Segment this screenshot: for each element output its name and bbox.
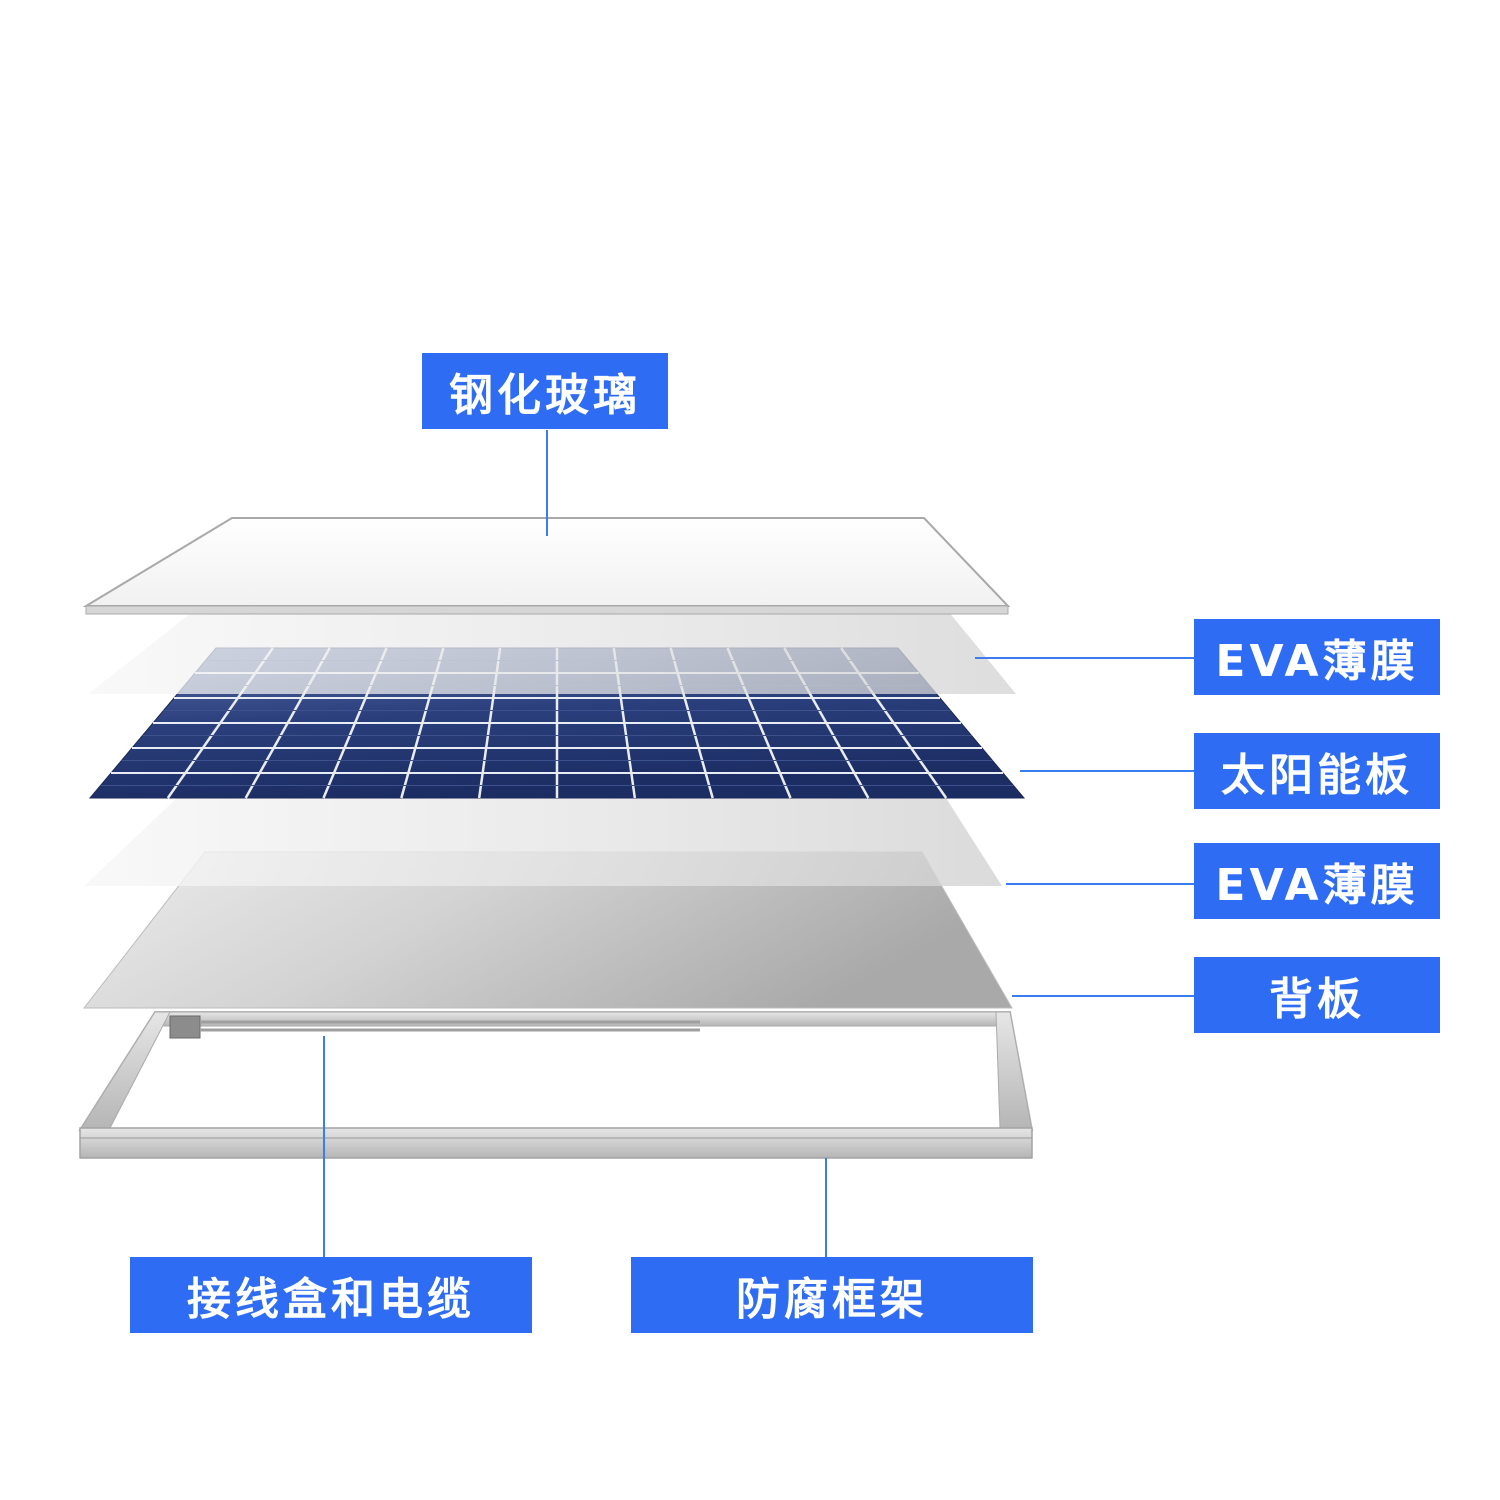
label-junction-box-cable: 接线盒和电缆 bbox=[130, 1257, 532, 1333]
eva-film-bottom-layer bbox=[84, 776, 1002, 886]
frame-back-rail bbox=[154, 1011, 1011, 1027]
tempered-glass-layer bbox=[82, 517, 1011, 615]
label-eva-film-top: EVA薄膜 bbox=[1194, 619, 1440, 695]
label-tempered-glass: 钢化玻璃 bbox=[422, 353, 668, 429]
frame-front-rail bbox=[79, 1127, 1033, 1159]
label-eva-film-bottom: EVA薄膜 bbox=[1194, 843, 1440, 919]
glass-edge bbox=[85, 605, 1009, 615]
frame-left-rail bbox=[79, 1011, 171, 1131]
label-frame: 防腐框架 bbox=[631, 1257, 1033, 1333]
leader-lines bbox=[323, 430, 1194, 1257]
junction-box-layer bbox=[169, 1015, 700, 1039]
label-backsheet: 背板 bbox=[1194, 957, 1440, 1033]
label-solar-cells: 太阳能板 bbox=[1194, 733, 1440, 809]
junction-box bbox=[169, 1015, 201, 1039]
frame-layer bbox=[78, 1011, 1034, 1159]
